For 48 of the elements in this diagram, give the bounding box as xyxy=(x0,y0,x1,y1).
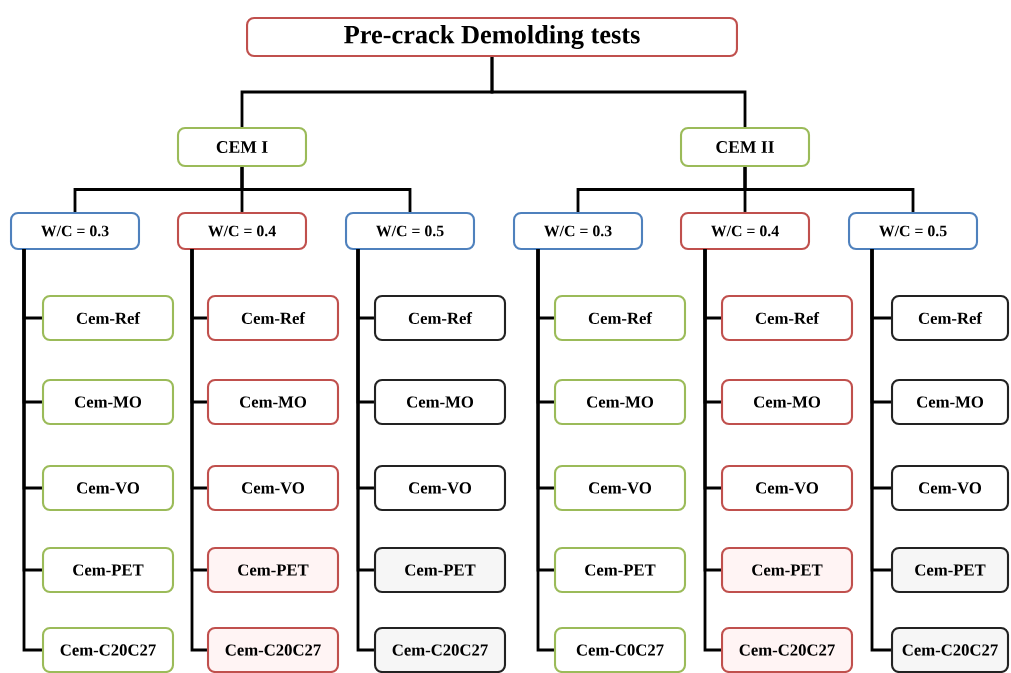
sample-box: Cem-VO xyxy=(206,464,340,512)
connector-line xyxy=(870,249,891,652)
ratio-box: W/C = 0.5 xyxy=(847,211,979,251)
sample-box: Cem-C20C27 xyxy=(890,626,1010,673)
sample-box: Cem-Ref xyxy=(373,294,507,342)
sample-box: Cem-C20C27 xyxy=(720,626,854,673)
sample-box: Cem-PET xyxy=(41,546,175,594)
category-box: CEM I xyxy=(176,126,308,168)
ratio-box: W/C = 0.3 xyxy=(9,211,141,251)
sample-box: Cem-Ref xyxy=(890,294,1010,342)
sample-box: Cem-MO xyxy=(890,378,1010,426)
title-box: Pre-crack Demolding tests xyxy=(246,16,738,58)
sample-box: Cem-Ref xyxy=(553,294,687,342)
sample-box: Cem-MO xyxy=(373,378,507,426)
connector-line xyxy=(22,249,42,652)
connector-line xyxy=(240,167,412,212)
category-box: CEM II xyxy=(679,126,811,168)
sample-box: Cem-Ref xyxy=(41,294,175,342)
sample-box: Cem-VO xyxy=(373,464,507,512)
sample-box: Cem-VO xyxy=(41,464,175,512)
sample-box: Cem-MO xyxy=(41,378,175,426)
sample-box: Cem-VO xyxy=(720,464,854,512)
sample-box: Cem-VO xyxy=(553,464,687,512)
sample-box: Cem-C20C27 xyxy=(41,626,175,673)
sample-box: Cem-MO xyxy=(206,378,340,426)
connector-line xyxy=(490,57,747,127)
ratio-box: W/C = 0.4 xyxy=(176,211,308,251)
sample-box: Cem-VO xyxy=(890,464,1010,512)
ratio-box: W/C = 0.5 xyxy=(344,211,476,251)
sample-box: Cem-C0C27 xyxy=(553,626,687,673)
sample-box: Cem-PET xyxy=(720,546,854,594)
connector-line xyxy=(536,249,554,652)
connector-line xyxy=(190,249,207,652)
sample-box: Cem-MO xyxy=(720,378,854,426)
sample-box: Cem-PET xyxy=(890,546,1010,594)
connector-line xyxy=(703,249,721,652)
ratio-box: W/C = 0.3 xyxy=(512,211,644,251)
sample-box: Cem-MO xyxy=(553,378,687,426)
sample-box: Cem-PET xyxy=(373,546,507,594)
connector-line xyxy=(356,249,374,652)
sample-box: Cem-C20C27 xyxy=(206,626,340,673)
sample-box: Cem-PET xyxy=(206,546,340,594)
ratio-box: W/C = 0.4 xyxy=(679,211,811,251)
sample-box: Cem-Ref xyxy=(720,294,854,342)
connector-line xyxy=(743,167,915,212)
sample-box: Cem-Ref xyxy=(206,294,340,342)
sample-box: Cem-PET xyxy=(553,546,687,594)
sample-box: Cem-C20C27 xyxy=(373,626,507,673)
